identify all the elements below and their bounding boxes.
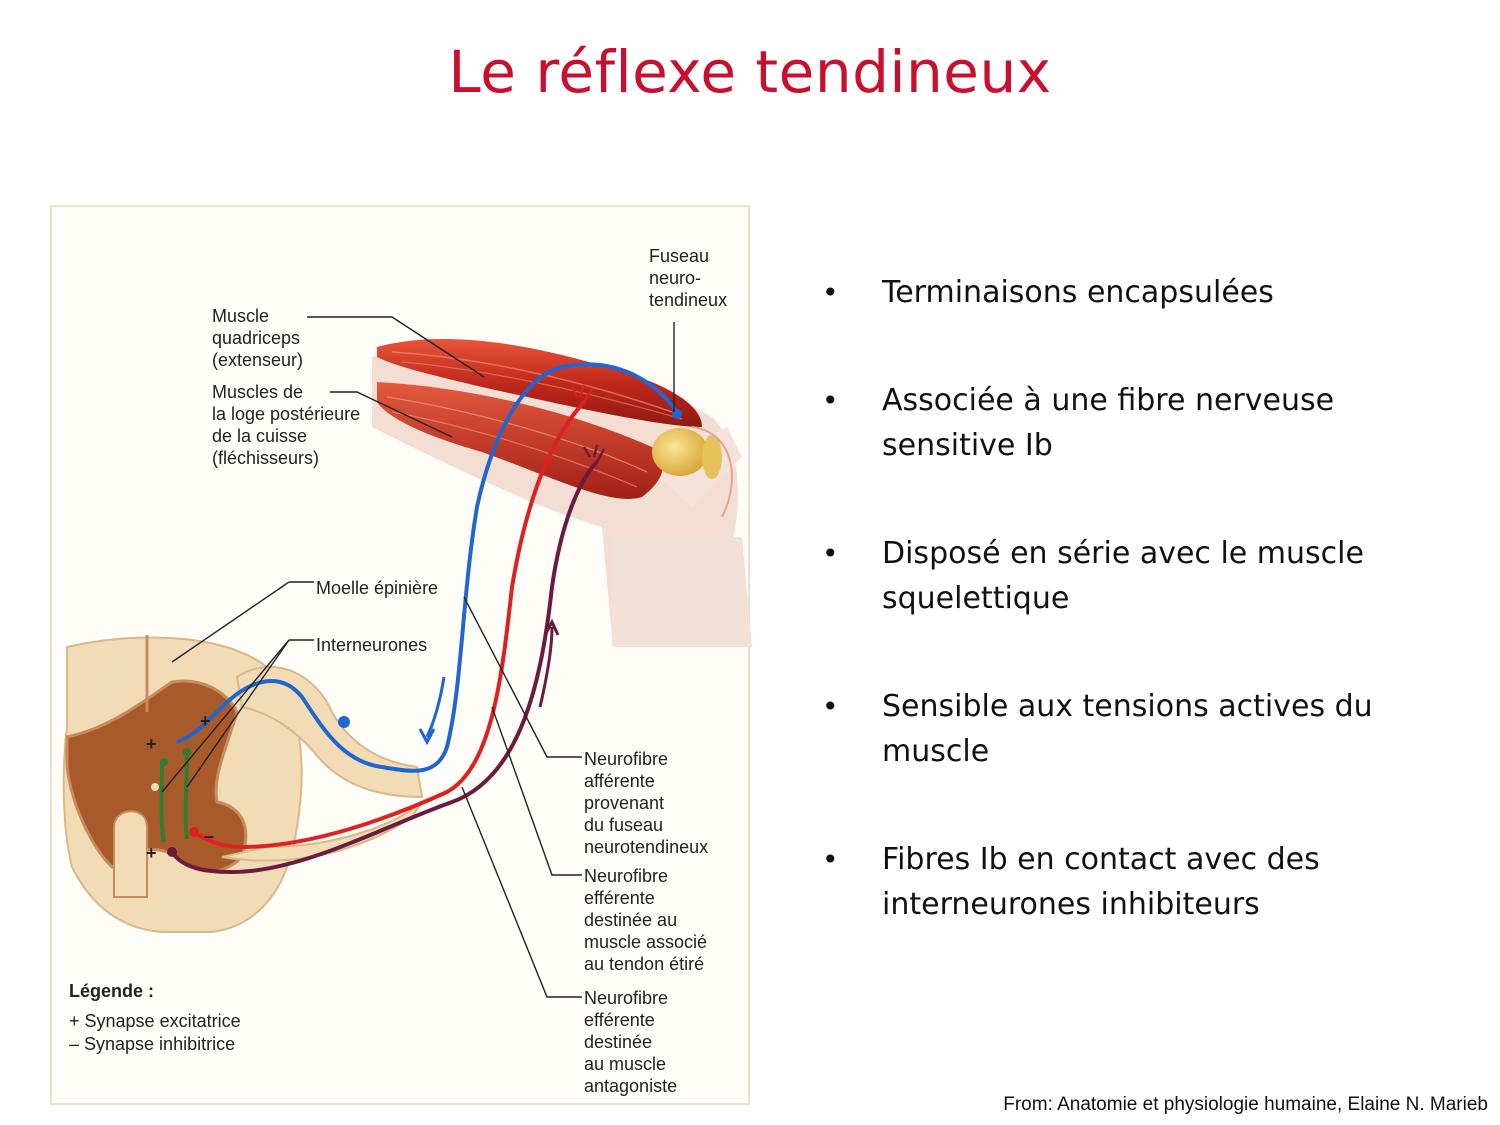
bullet-text: Sensible aux tensions actives du muscle	[882, 689, 1373, 769]
label-flexors-2: la loge postérieure	[212, 404, 360, 424]
antagonist-fiber	[170, 460, 599, 875]
bullet-item: • Terminaisons encapsulées	[820, 270, 1460, 315]
synapse-minus: –	[204, 826, 214, 846]
label-flexors-3: de la cuisse	[212, 426, 307, 446]
label-flexors-1: Muscles de	[212, 382, 303, 402]
label-efferent-2: efférente	[584, 888, 655, 908]
label-afferent-5: neurotendineux	[584, 837, 708, 857]
label-efferent-5: au tendon étiré	[584, 954, 704, 974]
antagonist-neuron-body	[167, 847, 177, 857]
label-antagonist-5: antagoniste	[584, 1076, 677, 1096]
afferent-arrow	[425, 676, 446, 738]
synapse-plus-3: +	[146, 843, 157, 863]
knee-outline	[691, 426, 733, 518]
bullet-item: • Associée à une fibre nerveuse sensitive…	[820, 378, 1460, 468]
spinal-cord	[62, 635, 424, 933]
bullet-text: Fibres Ib en contact avec des interneuro…	[882, 842, 1320, 922]
bullet-dot: •	[822, 537, 839, 570]
label-fuseau-2: neuro-	[649, 268, 701, 288]
label-quadriceps-3: (extenseur)	[212, 350, 303, 370]
label-efferent-3: destinée au	[584, 910, 677, 930]
reflex-diagram: Fuseau neuro- tendineux Muscle quadricep…	[50, 205, 752, 1105]
afferent-fiber	[176, 362, 679, 773]
label-afferent-4: du fuseau	[584, 815, 663, 835]
motor-neuron-body	[189, 827, 199, 837]
diagram-svg: Fuseau neuro- tendineux Muscle quadricep…	[62, 246, 752, 1096]
bullet-item: • Fibres Ib en contact avec des interneur…	[820, 837, 1460, 927]
bullet-text: Disposé en série avec le muscle squelett…	[882, 536, 1364, 616]
label-afferent-3: provenant	[584, 793, 664, 813]
label-antagonist-1: Neurofibre	[584, 988, 668, 1008]
label-afferent-2: afférente	[584, 771, 655, 791]
antagonist-arrow	[538, 626, 554, 708]
afferent-cell-body	[338, 716, 350, 728]
tendon	[652, 428, 722, 479]
leader-lines	[161, 316, 675, 998]
label-quadriceps-1: Muscle	[212, 306, 269, 326]
bullet-dot: •	[822, 384, 839, 417]
synapse-plus-2: +	[200, 711, 211, 731]
legend-inhibitory: – Synapse inhibitrice	[69, 1034, 235, 1054]
label-antagonist-4: au muscle	[584, 1054, 666, 1074]
label-moelle: Moelle épinière	[316, 578, 438, 598]
synapse-plus-1: +	[146, 734, 157, 754]
bullet-dot: •	[822, 276, 839, 309]
label-interneurones: Interneurones	[316, 635, 427, 655]
source-credit: From: Anatomie et physiologie humaine, E…	[1003, 1094, 1488, 1115]
label-quadriceps-2: quadriceps	[212, 328, 300, 348]
efferent-fiber	[192, 400, 586, 850]
bullet-item: • Disposé en série avec le muscle squelet…	[820, 531, 1460, 621]
label-fuseau-3: tendineux	[649, 290, 727, 310]
label-fuseau-1: Fuseau	[649, 246, 709, 266]
slide-title: Le réflexe tendineux	[448, 38, 1052, 106]
label-flexors-4: (fléchisseurs)	[212, 448, 319, 468]
legend-title: Légende :	[69, 981, 154, 1001]
legend-excitatory: + Synapse excitatrice	[69, 1011, 241, 1031]
bullet-dot: •	[822, 690, 839, 723]
label-efferent-4: muscle associé	[584, 932, 707, 952]
label-efferent-1: Neurofibre	[584, 866, 668, 886]
bullet-text: Terminaisons encapsulées	[882, 275, 1274, 310]
bullet-item: • Sensible aux tensions actives du muscle	[820, 684, 1460, 774]
label-antagonist-3: destinée	[584, 1032, 652, 1052]
bullet-dot: •	[822, 843, 839, 876]
bullet-text: Associée à une fibre nerveuse sensitive …	[882, 383, 1335, 463]
label-antagonist-2: efférente	[584, 1010, 655, 1030]
label-afferent-1: Neurofibre	[584, 749, 668, 769]
bullet-list: • Terminaisons encapsulées • Associée à un…	[820, 270, 1460, 990]
